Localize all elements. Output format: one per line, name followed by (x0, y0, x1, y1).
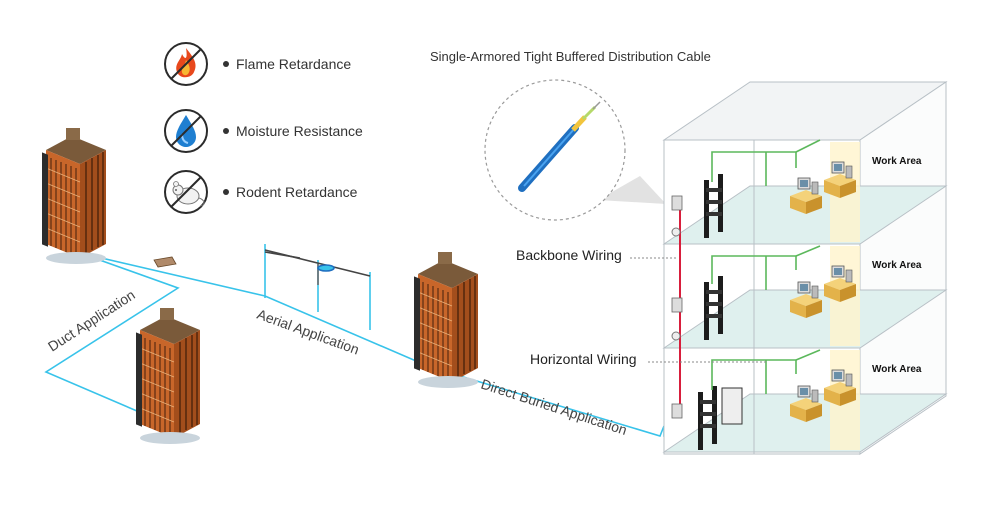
duct-application-label: Duct Application (45, 286, 138, 354)
work-area-label-middle: Work Area (872, 260, 922, 271)
work-area-label-bottom: Work Area (872, 364, 922, 375)
rodent-retardance-label: Rodent Retardance (236, 184, 358, 200)
cable-title: Single-Armored Tight Buffered Distributi… (430, 49, 711, 64)
horizontal-wiring-label: Horizontal Wiring (530, 351, 637, 367)
buried-route (439, 369, 665, 437)
flame-icon (164, 42, 208, 86)
aerial-poles (264, 244, 371, 330)
building-bottom (135, 307, 201, 445)
moisture-resistance-label: Moisture Resistance (236, 123, 363, 139)
flame-retardance-label: Flame Retardance (236, 56, 351, 72)
moisture-resistance-item: Moisture Resistance (164, 109, 363, 153)
aerial-application-label: Aerial Application (255, 306, 361, 358)
flame-retardance-item: Flame Retardance (164, 42, 351, 86)
water-drop-icon (164, 109, 208, 153)
horizontal-cables (711, 139, 821, 394)
cable-detail-callout (484, 79, 666, 221)
office-building-cutaway: Work Area Work Area Work Area (662, 81, 948, 455)
feature-list: Flame Retardance Moisture Resistance (164, 42, 363, 214)
backbone-wiring-label: Backbone Wiring (516, 247, 622, 263)
work-area-label-top: Work Area (872, 156, 922, 167)
aerial-route (79, 252, 431, 368)
duct-route (44, 252, 180, 421)
cable-cross-section-image (518, 101, 601, 192)
building-middle (413, 251, 479, 389)
rodent-retardance-item: Rodent Retardance (164, 170, 358, 214)
building-left (41, 127, 107, 265)
rodent-icon (164, 170, 208, 214)
splice-closure (153, 256, 177, 268)
direct-buried-application-label: Direct Buried Application (479, 376, 629, 438)
